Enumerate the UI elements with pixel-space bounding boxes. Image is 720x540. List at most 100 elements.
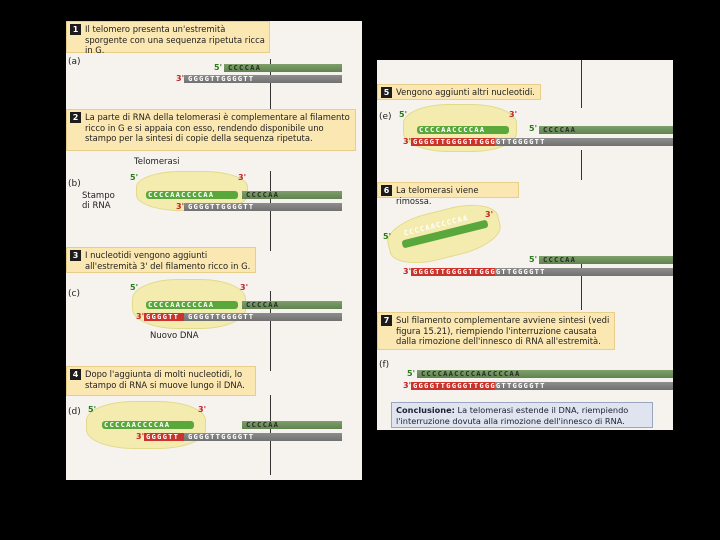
top-strand-sequence: CCCCAA [543, 255, 577, 264]
three-prime-label: 3' [509, 110, 518, 119]
top-strand-sequence: CCCCAA [543, 125, 577, 134]
rna-template [102, 421, 194, 429]
nuovo-dna-label: Nuovo DNA [150, 331, 199, 341]
three-prime-label: 3' [403, 267, 412, 276]
bottom-strand [495, 382, 673, 390]
three-prime-label: 3' [136, 432, 145, 441]
rna-template [417, 126, 509, 134]
new-dna-segment [411, 382, 495, 390]
step-4-box: 4 Dopo l'aggiunta di molti nucleotidi, l… [66, 366, 256, 396]
flow-line [270, 171, 271, 251]
flow-line [581, 150, 582, 180]
step-7-text: Sul filamento complementare avviene sint… [396, 315, 610, 346]
bottom-strand [495, 138, 673, 146]
step-2-text: La parte di RNA della telomerasi è compl… [85, 112, 350, 143]
step-4-text: Dopo l'aggiunta di molti nucleotidi, lo … [85, 369, 245, 390]
step-7-number: 7 [381, 315, 392, 326]
five-prime-label: 5' [130, 173, 139, 182]
part-a-label: (a) [68, 57, 81, 67]
top-strand-sequence: CCCCAA [246, 300, 280, 309]
bottom-strand [495, 268, 673, 276]
top-strand-sequence: CCCCAA [246, 190, 280, 199]
three-prime-label: 3' [238, 173, 247, 182]
step-1-box: 1 Il telomero presenta un'estremità spor… [66, 21, 270, 55]
bottom-strand-sequence: GGGGTTGGGGTTGGGGTTGGGGTT [413, 267, 546, 276]
new-dna-segment [144, 433, 184, 441]
three-prime-label: 3' [176, 202, 185, 211]
three-prime-label: 3' [485, 210, 494, 219]
bottom-strand-sequence: GGGGTTGGGGTT [188, 312, 255, 321]
step-7-box: 7 Sul filamento complementare avviene si… [377, 312, 615, 350]
step-2-number: 2 [70, 112, 81, 123]
step-6-text: La telomerasi viene rimossa. [396, 185, 479, 206]
part-e-label: (e) [379, 112, 392, 122]
five-prime-label: 5' [407, 369, 416, 378]
left-diagram-panel: 1 Il telomero presenta un'estremità spor… [66, 21, 362, 480]
three-prime-label: 3' [176, 74, 185, 83]
new-dna-segment [411, 268, 495, 276]
rna-template [146, 301, 238, 309]
part-c-label: (c) [68, 289, 80, 299]
three-prime-label: 3' [198, 405, 207, 414]
bottom-strand-sequence: GGGGTTGGGGTTGGGGTTGGGGTT [413, 381, 546, 390]
three-prime-label: 3' [136, 312, 145, 321]
three-prime-label: 3' [403, 137, 412, 146]
top-strand [242, 301, 342, 309]
new-dna-sequence: GGGGTT [146, 432, 180, 441]
flow-line [270, 291, 271, 371]
top-strand [224, 64, 342, 72]
new-dna-segment [411, 138, 495, 146]
part-d-label: (d) [68, 407, 81, 417]
new-dna-segment [144, 313, 184, 321]
rna-template-sequence: CCCCAACCCCAA [104, 420, 171, 429]
top-strand [539, 256, 673, 264]
three-prime-label: 3' [240, 283, 249, 292]
step-5-text: Vengono aggiunti altri nucleotidi. [396, 87, 535, 97]
step-6-number: 6 [381, 185, 392, 196]
step-1-text: Il telomero presenta un'estremità sporge… [85, 24, 265, 55]
five-prime-label: 5' [130, 283, 139, 292]
rna-template-sequence: CCCCAACCCCAA [419, 125, 486, 134]
conclusion-box: Conclusione: La telomerasi estende il DN… [391, 402, 653, 428]
five-prime-label: 5' [214, 63, 223, 72]
top-strand-sequence: CCCCAA [246, 420, 280, 429]
rna-template-sequence: CCCCAACCCCAA [148, 300, 215, 309]
bottom-strand [184, 313, 342, 321]
bottom-strand-sequence: GGGGTTGGGGTT [188, 432, 255, 441]
rna-template [146, 191, 238, 199]
five-prime-label: 5' [529, 124, 538, 133]
five-prime-label: 5' [529, 255, 538, 264]
new-dna-sequence: GGGGTT [146, 312, 180, 321]
top-strand-sequence: CCCCAA [228, 63, 262, 72]
bottom-strand-sequence: GGGGTTGGGGTT [188, 74, 255, 83]
bottom-strand [184, 203, 342, 211]
top-strand [417, 370, 673, 378]
part-b-label: (b) [68, 179, 81, 189]
step-4-number: 4 [70, 369, 81, 380]
part-f-label: (f) [379, 360, 390, 370]
right-diagram-panel: 5 Vengono aggiunti altri nucleotidi. (e)… [377, 60, 673, 430]
rna-template-sequence: CCCCAACCCCAA [148, 190, 215, 199]
top-strand [242, 421, 342, 429]
step-3-text: I nucleotidi vengono aggiunti all'estrem… [85, 250, 251, 271]
conclusion-text: La telomerasi estende il DNA, riempiendo… [396, 405, 629, 426]
step-3-number: 3 [70, 250, 81, 261]
bottom-strand [184, 75, 342, 83]
step-2-box: 2 La parte di RNA della telomerasi è com… [66, 109, 356, 151]
flow-line [581, 260, 582, 310]
top-strand [539, 126, 673, 134]
bottom-strand-sequence: GGGGTTGGGGTTGGGGTTGGGGTT [413, 137, 546, 146]
step-6-box: 6 La telomerasi viene rimossa. [377, 182, 519, 206]
step-1-number: 1 [70, 24, 81, 35]
step-5-number: 5 [381, 87, 392, 98]
flow-line [581, 60, 582, 108]
flow-line [270, 59, 271, 129]
step-3-box: 3 I nucleotidi vengono aggiunti all'estr… [66, 247, 256, 273]
bottom-strand [184, 433, 342, 441]
conclusion-heading: Conclusione: [396, 405, 455, 415]
top-strand-sequence: CCCCAACCCCAACCCCAA [421, 369, 521, 378]
five-prime-label: 5' [399, 110, 408, 119]
three-prime-label: 3' [403, 381, 412, 390]
step-5-box: 5 Vengono aggiunti altri nucleotidi. [377, 84, 541, 100]
bottom-strand-sequence: GGGGTTGGGGTT [188, 202, 255, 211]
